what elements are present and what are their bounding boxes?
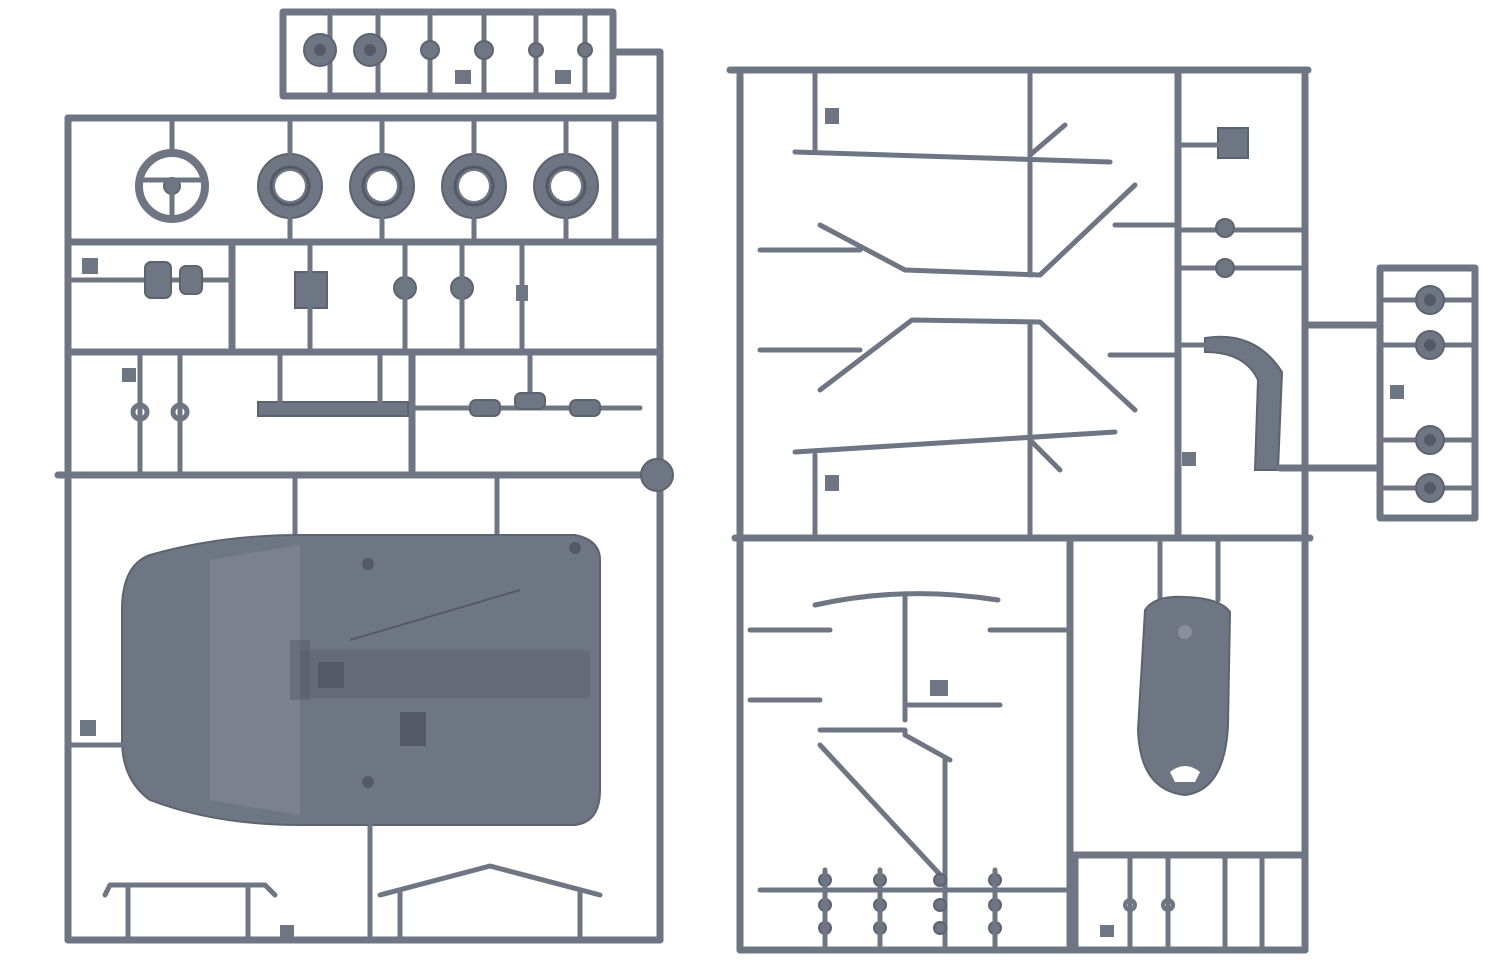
bracket-part	[1204, 335, 1284, 471]
top-wheel-sprue	[279, 8, 664, 100]
side-wheel-sprue	[1276, 264, 1479, 522]
tire-part	[257, 153, 323, 219]
plate-part	[1217, 127, 1249, 159]
floor-pan-part	[121, 534, 601, 826]
rollbar-part	[817, 182, 1138, 278]
tire-part	[349, 153, 415, 219]
sprue-tag	[640, 458, 674, 492]
mirror-part	[569, 399, 601, 417]
rollbar-part	[817, 317, 1138, 413]
rollbar-part	[817, 742, 948, 883]
rollbar-part	[792, 149, 1113, 165]
right-sprue-frame	[726, 66, 1314, 954]
bumper-part	[257, 401, 409, 417]
tire-part	[533, 153, 599, 219]
tire-part	[441, 153, 507, 219]
mirror-part	[469, 399, 501, 417]
left-sprue-frame	[54, 76, 674, 944]
seat-shell-part	[1136, 595, 1232, 797]
rollbar-part	[792, 429, 1118, 455]
seat-part	[294, 271, 328, 309]
